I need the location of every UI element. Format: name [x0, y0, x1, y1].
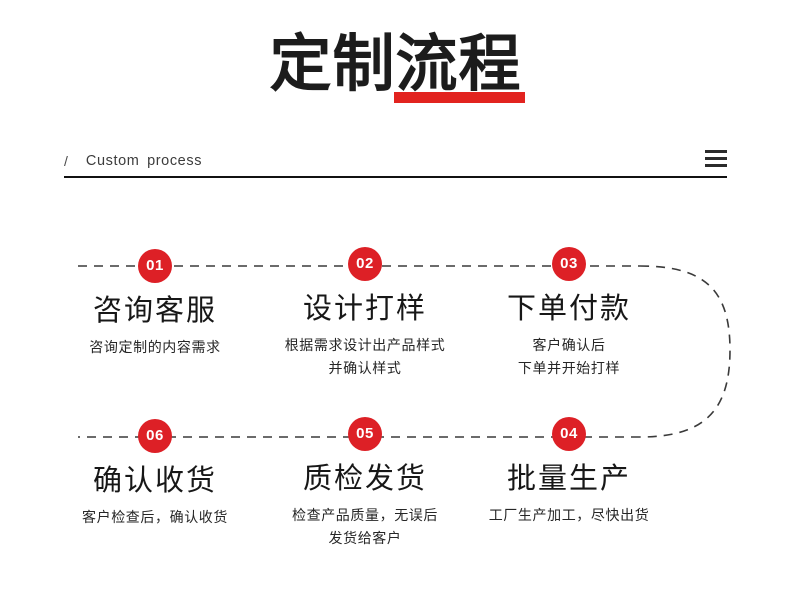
step-desc-01-line-1: 咨询定制的内容需求	[89, 339, 221, 356]
hamburger-bar-2	[705, 157, 727, 160]
step-item-04: 批量生产 工厂生产加工，尽快出货	[489, 462, 650, 527]
page-title-highlighted: 流程	[395, 30, 522, 99]
step-badge-03[interactable]: 03	[552, 247, 586, 281]
step-desc-05-line-1: 检查产品质量，无误后	[292, 507, 438, 524]
subtitle-text: Custom process	[85, 153, 203, 169]
step-title-01: 咨询客服	[92, 295, 217, 327]
step-desc-02-line-2: 并确认样式	[328, 359, 402, 376]
step-badge-06[interactable]: 06	[138, 419, 172, 453]
page-header: 定制流程 / Custom process	[64, 0, 727, 180]
dashed-line-uturn	[639, 265, 731, 438]
step-item-06: 确认收货 客户检查后，确认收货	[82, 464, 228, 529]
step-desc-04-line-1: 工厂生产加工，尽快出货	[488, 507, 650, 524]
step-item-05: 质检发货 检查产品质量，无误后 发货给客户	[292, 462, 438, 550]
flow-connector-lines	[78, 265, 731, 438]
slash-separator: /	[64, 153, 68, 169]
step-desc-03-line-1: 客户确认后	[532, 337, 606, 354]
step-desc-02-line-1: 根据需求设计出产品样式	[284, 337, 446, 354]
step-title-06: 确认收货	[92, 465, 217, 497]
hamburger-bar-3	[705, 164, 727, 167]
step-desc-01: 咨询定制的内容需求	[89, 336, 220, 359]
process-flow: 01 02 03 04 05 06 咨询客服 咨询定制的内容需求 设计打样 根据…	[0, 180, 790, 615]
step-item-03: 下单付款 客户确认后 下单并开始打样	[507, 292, 631, 380]
step-title-03: 下单付款	[506, 293, 632, 325]
subtitle-row: / Custom process	[64, 146, 727, 176]
step-title-02: 设计打样	[302, 293, 428, 325]
step-desc-02: 根据需求设计出产品样式 并确认样式	[285, 334, 446, 379]
header-divider	[64, 176, 727, 178]
step-desc-05: 检查产品质量，无误后 发货给客户	[292, 504, 438, 549]
step-title-05: 质检发货	[302, 463, 427, 495]
step-desc-06: 客户检查后，确认收货	[82, 506, 228, 529]
hamburger-icon[interactable]	[705, 150, 727, 167]
step-title-04: 批量生产	[506, 463, 632, 495]
step-desc-03-line-2: 下单并开始打样	[517, 359, 621, 376]
step-badge-01[interactable]: 01	[138, 249, 172, 283]
step-desc-06-line-1: 客户检查后，确认收货	[82, 509, 228, 526]
step-badge-04[interactable]: 04	[552, 417, 586, 451]
page-title: 定制流程	[64, 34, 727, 96]
step-badge-05[interactable]: 05	[348, 417, 382, 451]
step-desc-05-line-2: 发货给客户	[328, 529, 402, 546]
step-item-02: 设计打样 根据需求设计出产品样式 并确认样式	[285, 292, 446, 380]
step-item-01: 咨询客服 咨询定制的内容需求	[89, 294, 220, 359]
step-desc-04: 工厂生产加工，尽快出货	[489, 504, 650, 527]
page-title-plain: 定制	[269, 30, 396, 99]
hamburger-bar-1	[705, 150, 727, 153]
step-badge-02[interactable]: 02	[348, 247, 382, 281]
step-desc-03: 客户确认后 下单并开始打样	[507, 334, 631, 379]
